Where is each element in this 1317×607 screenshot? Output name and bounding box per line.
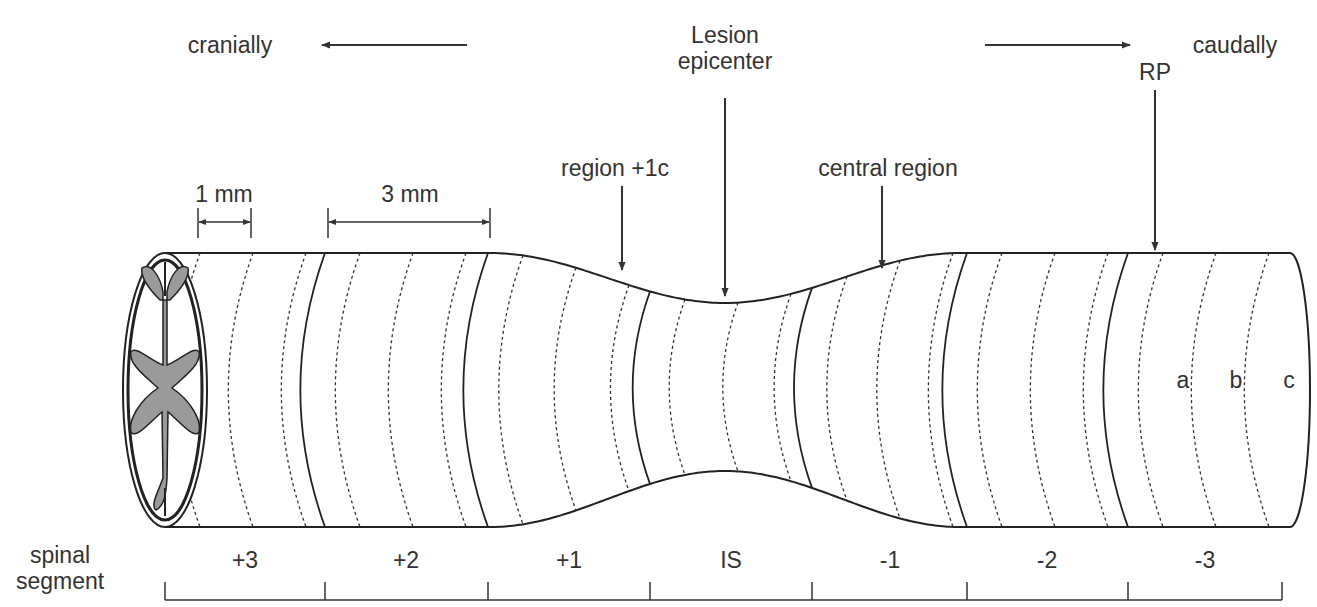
dimension-label: 3 mm <box>381 181 439 207</box>
segment-number: IS <box>720 547 742 573</box>
spinal-cord <box>165 253 1310 527</box>
subsegment-line <box>1083 253 1108 527</box>
cord-body <box>165 253 1290 527</box>
subsegment-letter: b <box>1230 367 1243 393</box>
segment-boundary <box>633 291 650 483</box>
subsegment-line <box>554 268 576 511</box>
subsegment-line <box>1138 253 1163 527</box>
subsegment-letter: c <box>1283 367 1295 393</box>
cord-outline-bottom <box>165 471 1290 527</box>
subsegment-line <box>1244 253 1269 527</box>
subsegment-line <box>388 253 413 527</box>
epicenter-label: Lesion epicenter <box>655 22 795 75</box>
subsegment-line <box>281 253 306 527</box>
region-label: region +1c <box>561 155 669 181</box>
cord-outline-top <box>165 253 1290 303</box>
direction-arrows <box>322 45 1155 296</box>
region-label: RP <box>1139 59 1171 85</box>
segment-boundary <box>942 253 967 527</box>
region-label: central region <box>818 155 957 181</box>
segment-bracket <box>165 582 1282 600</box>
segment-number: -1 <box>880 547 900 573</box>
subsegment-line <box>877 261 900 519</box>
subsegment-line <box>774 294 791 481</box>
segment-boundary <box>794 288 812 488</box>
subsegment-line <box>827 276 847 500</box>
segment-number: -2 <box>1037 547 1057 573</box>
subsegment-line <box>335 253 360 527</box>
segment-boundary <box>1103 253 1128 527</box>
gray-matter <box>131 267 200 510</box>
segment-number: +3 <box>232 547 258 573</box>
direction-label: caudally <box>1193 32 1277 58</box>
segment-boundary <box>463 253 488 527</box>
direction-label: cranially <box>188 32 272 58</box>
cross-section <box>123 253 207 527</box>
segment-number: +1 <box>556 547 582 573</box>
subsegment-line <box>669 300 685 475</box>
segment-boundary <box>300 253 325 527</box>
subsegment-line <box>977 253 1002 527</box>
subsegment-letter: a <box>1177 367 1190 393</box>
subsegment-line <box>499 255 523 524</box>
subsegment-line <box>928 253 953 527</box>
dimension-label: 1 mm <box>195 181 253 207</box>
subsegment-line <box>441 253 466 527</box>
subsegment-line <box>1030 253 1055 527</box>
subsegment-line <box>228 253 253 527</box>
segment-number: +2 <box>393 547 419 573</box>
dimension-marks <box>198 208 490 238</box>
subsegment-line <box>723 303 738 472</box>
axis-title: spinal segment <box>10 542 110 595</box>
subsegment-line <box>1191 253 1216 527</box>
subsegment-line <box>610 285 629 491</box>
segment-number: -3 <box>1195 547 1215 573</box>
